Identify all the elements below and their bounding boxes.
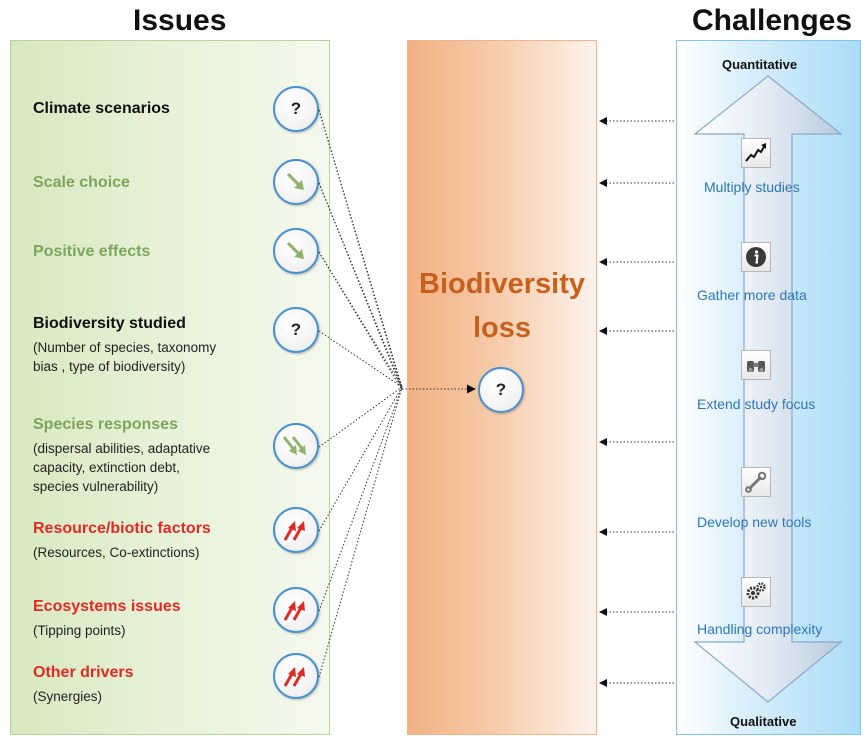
- trend-up-chart-icon: [741, 138, 771, 168]
- issues-heading: Issues: [133, 4, 227, 37]
- quantitative-label: Quantitative: [722, 57, 798, 72]
- info-icon: [741, 242, 771, 272]
- qualitative-label: Qualitative: [730, 714, 797, 729]
- issue-biodiversity-studied-desc-2: bias , type of biodiversity): [33, 359, 186, 374]
- biodiversity-loss-title-line1: Biodiversity: [419, 268, 585, 300]
- quantitative-qualitative-axis-arrow: [693, 75, 843, 703]
- green-double-down-arrow-icon: [273, 423, 319, 469]
- issue-species-responses-desc-1: (dispersal abilities, adaptative: [33, 441, 211, 456]
- challenge-multiply-studies: Multiply studies: [704, 179, 800, 195]
- center-question-mark-text: ?: [495, 380, 507, 399]
- challenges-heading: Challenges: [692, 4, 853, 37]
- challenge-extend-study-focus: Extend study focus: [697, 396, 816, 412]
- green-down-arrow-icon: [273, 228, 319, 274]
- challenge-handling-complexity: Handling complexity: [697, 621, 823, 637]
- challenge-connector-arrows: [599, 117, 676, 687]
- challenge-gather-more-data: Gather more data: [697, 287, 807, 303]
- question-mark-text: ?: [290, 99, 302, 118]
- issue-ecosystems-title: Ecosystems issues: [33, 598, 181, 615]
- center-connector-arrow: [402, 384, 476, 394]
- gears-icon: [741, 577, 771, 607]
- issue-species-responses-title: Species responses: [33, 416, 178, 433]
- issue-species-responses-desc-3: species vulnerability): [33, 479, 159, 494]
- binoculars-icon: [741, 350, 771, 380]
- issue-species-responses-desc-2: capacity, extinction debt,: [33, 460, 180, 475]
- issue-scale-choice-title: Scale choice: [33, 174, 130, 191]
- issue-biodiversity-studied-title: Biodiversity studied: [33, 315, 186, 332]
- issue-resource-biotic-desc: (Resources, Co-extinctions): [33, 545, 200, 560]
- issue-connector-lines: [318, 109, 403, 678]
- green-down-arrow-icon: [273, 159, 319, 205]
- issue-ecosystems-desc: (Tipping points): [33, 623, 126, 638]
- issue-resource-biotic-title: Resource/biotic factors: [33, 520, 211, 537]
- biodiversity-loss-title-line2: loss: [472, 312, 532, 344]
- issue-other-drivers-title: Other drivers: [33, 664, 134, 681]
- question-mark-icon: ?: [273, 86, 319, 132]
- issue-positive-effects-title: Positive effects: [33, 243, 151, 260]
- issue-biodiversity-studied-desc-1: (Number of species, taxonomy: [33, 340, 217, 355]
- question-mark-text: ?: [290, 320, 302, 339]
- challenge-develop-new-tools: Develop new tools: [697, 514, 812, 530]
- red-double-up-arrow-icon: [273, 587, 319, 633]
- issue-climate-scenarios-title: Climate scenarios: [33, 100, 170, 117]
- center-question-mark-icon: ?: [478, 367, 524, 413]
- red-double-up-arrow-icon: [273, 653, 319, 699]
- red-double-up-arrow-icon: [273, 507, 319, 553]
- question-mark-icon: ?: [273, 307, 319, 353]
- issue-other-drivers-desc: (Synergies): [33, 689, 103, 704]
- wrench-icon: [741, 467, 771, 497]
